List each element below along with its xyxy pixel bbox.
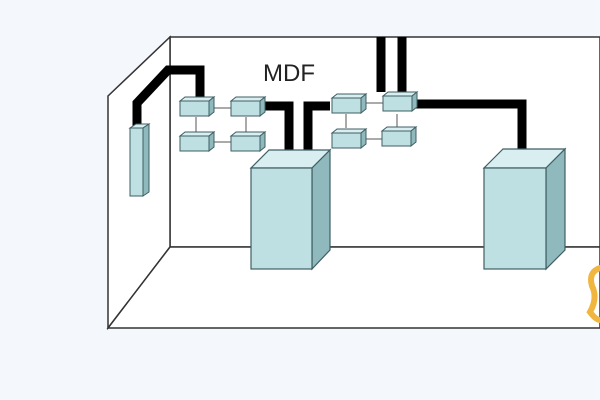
- cable-right-mdf: [303, 101, 330, 150]
- mdf-label: MDF: [263, 60, 315, 87]
- switch-box: [178, 130, 216, 153]
- rack-cabinet: [482, 147, 567, 271]
- switch-box: [229, 130, 267, 153]
- switch-box: [330, 92, 368, 115]
- switch-box: [381, 90, 419, 113]
- switch-box: [330, 127, 368, 150]
- switch-box: [229, 95, 267, 118]
- cable-runs: [132, 37, 527, 150]
- switch-box: [178, 95, 216, 118]
- wall-panel: [128, 123, 151, 197]
- cable-left-mdf: [262, 101, 294, 150]
- mdf-rack: [249, 148, 332, 271]
- cable-wall-panel: [132, 65, 205, 128]
- corner-mark-icon: [586, 265, 600, 323]
- cable-east-rack: [413, 99, 527, 150]
- switch-box: [380, 125, 418, 148]
- room-floor: [106, 246, 600, 329]
